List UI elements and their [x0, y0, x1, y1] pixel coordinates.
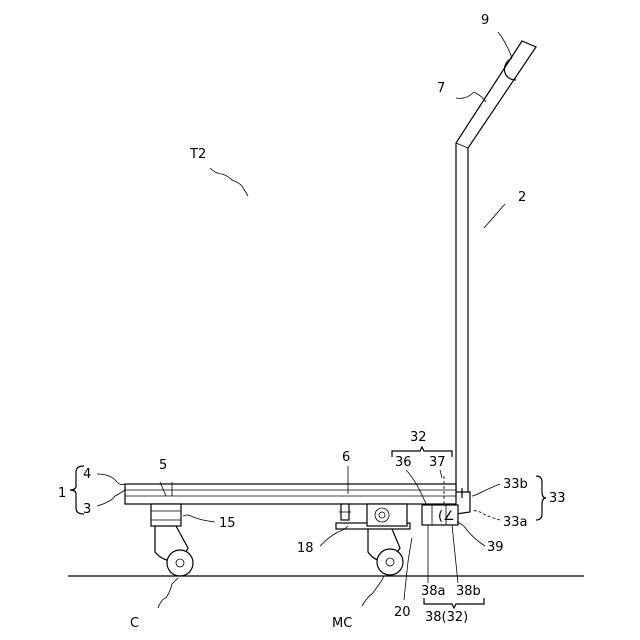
- label-15: 15: [219, 516, 236, 531]
- label-38a: 38a: [421, 584, 446, 599]
- label-18: 18: [297, 541, 314, 556]
- label-39: 39: [487, 540, 504, 555]
- label-20: 20: [394, 605, 411, 620]
- spring-mark: (∠: [438, 509, 455, 524]
- label-9: 9: [481, 13, 489, 28]
- label-4: 4: [83, 467, 91, 482]
- label-37: 37: [429, 455, 446, 470]
- platform-body: [125, 484, 456, 504]
- label-c: C: [130, 616, 139, 631]
- handle: [456, 41, 536, 492]
- label-33a: 33a: [503, 515, 528, 530]
- label-5: 5: [159, 458, 167, 473]
- label-38-32: 38(32): [425, 610, 468, 625]
- label-3: 3: [83, 502, 91, 517]
- label-32: 32: [410, 430, 427, 445]
- label-mc: MC: [332, 616, 352, 631]
- label-6: 6: [342, 450, 350, 465]
- label-33: 33: [549, 491, 566, 506]
- label-7: 7: [437, 81, 445, 96]
- label-33b: 33b: [503, 477, 528, 492]
- stopper: [339, 504, 351, 520]
- label-t2: T2: [189, 147, 206, 162]
- label-38b: 38b: [456, 584, 481, 599]
- label-2: 2: [518, 190, 526, 205]
- label-36: 36: [395, 455, 412, 470]
- grip-knob: [504, 58, 516, 80]
- callout-labels: T2 2 7 9 1 4 3 5 15 6 18 20 32 36 37 33 …: [58, 13, 566, 631]
- label-1: 1: [58, 486, 66, 501]
